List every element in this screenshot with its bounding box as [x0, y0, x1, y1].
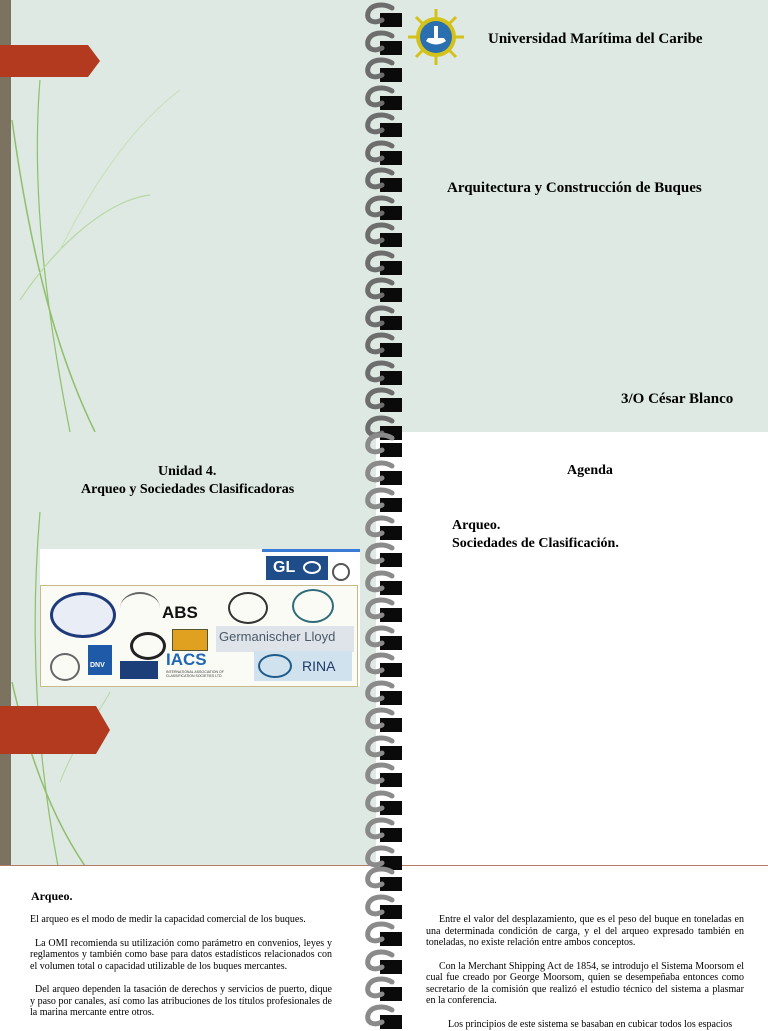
classification-logos-image: GL ABS Germanischer Lloyd DNV IACS INTER…	[40, 549, 360, 687]
spiral-ring-icon	[362, 85, 410, 112]
spiral-ring-icon	[362, 167, 410, 194]
arrow-shape-icon	[0, 706, 110, 754]
spiral-ring-icon	[362, 625, 410, 652]
author-name: 3/O César Blanco	[621, 391, 734, 407]
spiral-ring-icon	[362, 112, 410, 139]
spiral-ring-icon	[362, 305, 410, 332]
spiral-ring-icon	[362, 140, 410, 167]
spiral-ring-icon	[362, 762, 410, 789]
logos-border-top	[262, 549, 360, 552]
spiral-ring-icon	[362, 387, 410, 414]
agenda-title: Agenda	[567, 463, 613, 478]
wheel-seal-icon	[130, 632, 166, 660]
spiral-ring-icon	[362, 949, 410, 976]
spiral-ring-icon	[362, 1004, 410, 1031]
rina-logo: RINA	[254, 651, 352, 681]
arqueo-heading: Arqueo.	[31, 889, 73, 903]
spiral-ring-icon	[362, 195, 410, 222]
spiral-ring-icon	[362, 432, 410, 459]
right-column: Entre el valor del desplazamiento, que e…	[426, 914, 744, 1030]
paragraph: Entre el valor del desplazamiento, que e…	[426, 914, 744, 948]
university-name: Universidad Marítima del Caribe	[488, 31, 703, 47]
slide-3: Agenda Arqueo. Sociedades de Clasificaci…	[376, 432, 768, 866]
spiral-ring-icon	[362, 976, 410, 1003]
spiral-ring-icon	[362, 680, 410, 707]
spiral-ring-icon	[362, 597, 410, 624]
agenda-item-1: Arqueo.	[452, 518, 501, 533]
agenda-item-2: Sociedades de Clasificación.	[452, 536, 619, 551]
spiral-ring-icon	[362, 2, 410, 29]
spiral-ring-icon	[362, 652, 410, 679]
spiral-binding	[362, 0, 410, 1029]
spiral-ring-icon	[362, 360, 410, 387]
paragraph: El arqueo es el modo de medir la capacid…	[30, 914, 306, 925]
spiral-ring-icon	[362, 542, 410, 569]
italian-register-seal-icon	[292, 589, 334, 623]
paragraph: Con la Merchant Shipping Act de 1854, se…	[426, 960, 744, 1007]
shield-seal-icon	[50, 653, 80, 681]
course-title: Arquitectura y Construcción de Buques	[447, 180, 702, 196]
spiral-ring-icon	[362, 460, 410, 487]
decorative-stems-icon	[11, 79, 181, 432]
spiral-ring-icon	[362, 30, 410, 57]
spiral-ring-icon	[362, 487, 410, 514]
small-seal-icon	[332, 563, 350, 581]
spiral-ring-icon	[362, 707, 410, 734]
spiral-ring-icon	[362, 57, 410, 84]
spiral-ring-icon	[362, 921, 410, 948]
spiral-ring-icon	[362, 277, 410, 304]
spiral-ring-icon	[362, 866, 410, 893]
sidebar-bar	[0, 432, 11, 866]
gl-logo: GL	[266, 556, 328, 580]
germanischer-lloyd-logo: Germanischer Lloyd	[216, 626, 354, 652]
arrow-shape-icon	[0, 45, 100, 77]
register-seal-icon	[228, 592, 268, 624]
navy-seal-icon	[50, 592, 116, 638]
unit-title: Arqueo y Sociedades Clasificadoras	[81, 482, 295, 497]
sidebar-bar	[0, 0, 11, 432]
lloyds-register-logo-icon	[120, 661, 158, 679]
spiral-ring-icon	[362, 332, 410, 359]
paragraph: Los principios de este sistema se basaba…	[448, 1018, 733, 1030]
spiral-ring-icon	[362, 735, 410, 762]
iacs-logo: IACS INTERNATIONAL ASSOCIATION OF CLASSI…	[166, 650, 224, 678]
spiral-ring-icon	[362, 250, 410, 277]
spiral-ring-icon	[362, 894, 410, 921]
paragraph: La OMI recomienda su utilización como pa…	[30, 937, 332, 972]
unit-number: Unidad 4.	[158, 464, 217, 479]
eagle-icon	[120, 592, 160, 624]
spiral-ring-icon	[362, 570, 410, 597]
dnv-logo: DNV	[88, 645, 112, 675]
rina-globe-icon	[258, 654, 292, 678]
spiral-ring-icon	[362, 515, 410, 542]
gl-emblem-icon	[303, 561, 321, 574]
spiral-ring-icon	[362, 817, 410, 844]
abs-logo: ABS	[162, 603, 198, 622]
ship-wheel-seal-icon	[408, 9, 464, 65]
hellenic-logo-icon	[172, 629, 208, 651]
spiral-ring-icon	[362, 790, 410, 817]
left-column: El arqueo es el modo de medir la capacid…	[30, 914, 332, 1019]
slide-2: Unidad 4. Arqueo y Sociedades Clasificad…	[0, 432, 376, 866]
paragraph: Del arqueo dependen la tasación de derec…	[30, 984, 332, 1018]
spiral-ring-icon	[362, 845, 410, 872]
spiral-ring-icon	[362, 222, 410, 249]
